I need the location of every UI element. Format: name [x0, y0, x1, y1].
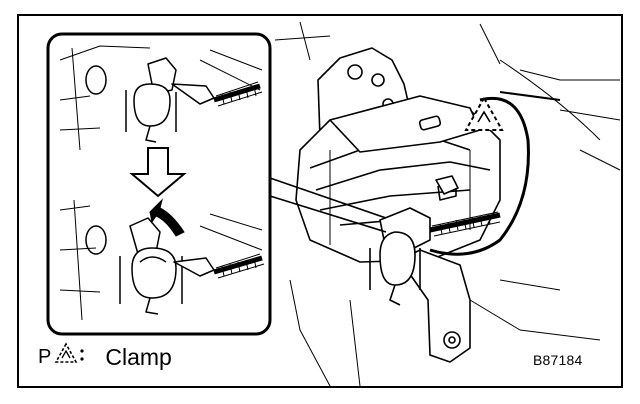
inset-panel	[46, 32, 272, 336]
main-illustration	[274, 21, 621, 387]
legend: P Clamp	[38, 342, 172, 372]
release-arrow	[149, 198, 185, 237]
legend-label: Clamp	[105, 343, 172, 370]
leader-lines	[269, 177, 387, 233]
legend-prefix: P	[38, 345, 52, 368]
clamp-triangle-icon	[54, 342, 84, 363]
hose-ribbing	[439, 213, 491, 235]
figure-code: B87184	[533, 352, 583, 368]
clamp-marker-triangle	[464, 95, 504, 131]
down-arrow	[129, 147, 187, 198]
